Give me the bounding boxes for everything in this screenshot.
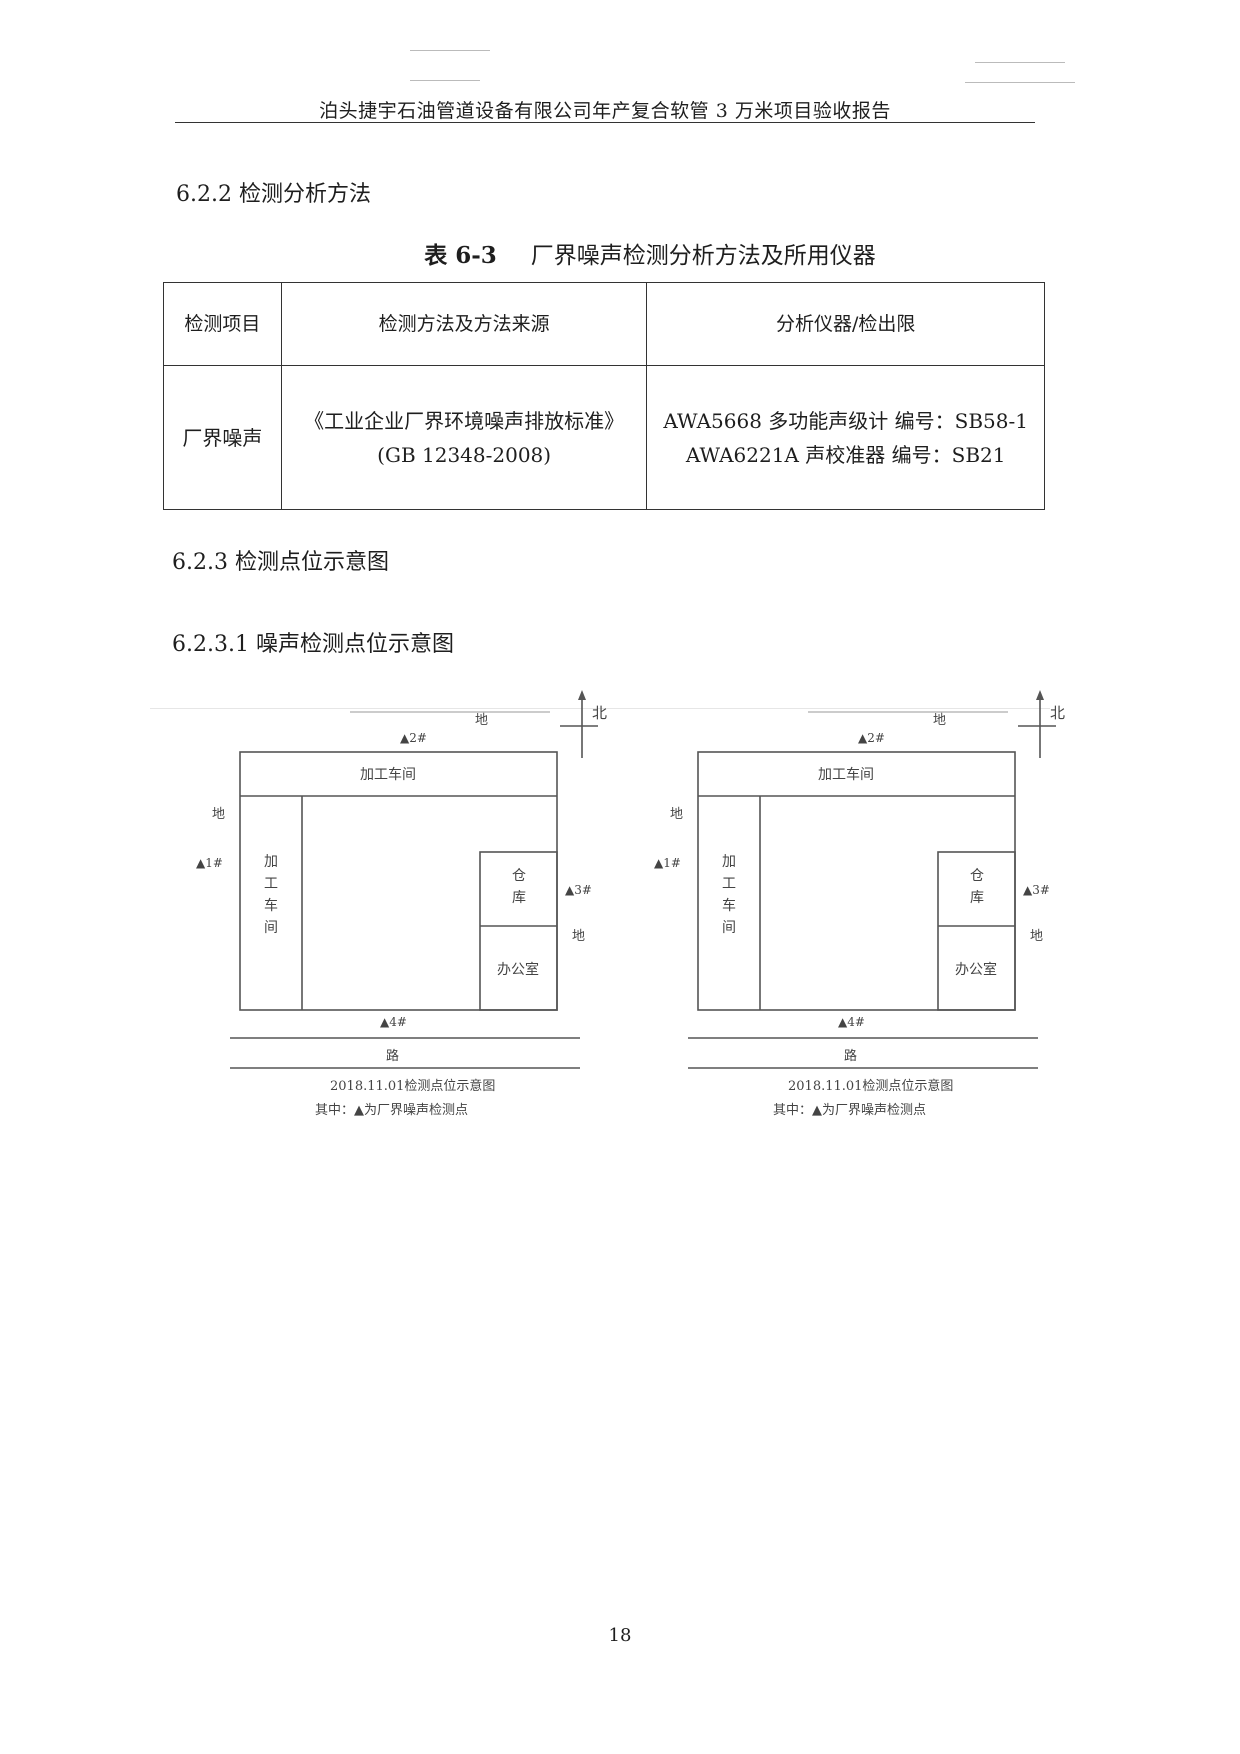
monitoring-point-4: ▲4# <box>380 1015 407 1029</box>
section-heading-6-2-2: 6.2.2 检测分析方法 <box>176 182 371 207</box>
table-caption-number: 表 6-3 <box>424 242 497 269</box>
monitoring-diagram-2: 北 地 ▲2# 加工车间 地 ▲1# 加 工 车 间 仓 库 ▲3# 地 办公室… <box>648 690 1078 1130</box>
page-number: 18 <box>608 1625 632 1646</box>
diagram-legend: 其中：▲为厂界噪声检测点 <box>773 1103 926 1118</box>
table-cell-instrument: AWA5668 多功能声级计 编号：SB58-1 AWA6221A 声校准器 编… <box>646 365 1045 510</box>
section-heading-6-2-3-1: 6.2.3.1 噪声检测点位示意图 <box>172 632 454 657</box>
monitoring-point-2: ▲2# <box>400 731 427 745</box>
scan-artifact-line <box>410 50 490 51</box>
diagram-legend: 其中：▲为厂界噪声检测点 <box>315 1103 468 1118</box>
north-label: 北 <box>592 704 607 722</box>
monitoring-diagram-1: 北 地 ▲2# 加工车间 地 ▲1# 加 工 车 间 仓 库 ▲3# 地 办公室… <box>190 690 620 1130</box>
north-arrow-icon <box>578 690 586 700</box>
table-cell-item: 厂界噪声 <box>163 365 282 510</box>
table-cell-method: 《工业企业厂界环境噪声排放标准》 (GB 12348-2008) <box>280 365 648 510</box>
land-label-right: 地 <box>1030 929 1043 944</box>
room-workshop-left-char: 间 <box>264 920 278 936</box>
table-caption: 表 6-3 厂界噪声检测分析方法及所用仪器 <box>150 236 1150 270</box>
room-warehouse-char: 库 <box>970 890 984 906</box>
scan-artifact-line <box>975 62 1065 63</box>
monitoring-point-4: ▲4# <box>838 1015 865 1029</box>
methods-table: 检测项目 检测方法及方法来源 分析仪器/检出限 厂界噪声 《工业企业厂界环境噪声… <box>163 282 1045 510</box>
room-office: 办公室 <box>497 961 539 978</box>
room-workshop-left-char: 加 <box>264 854 278 870</box>
room-workshop-top: 加工车间 <box>818 766 874 783</box>
room-workshop-left-char: 车 <box>722 897 736 914</box>
table-caption-title: 厂界噪声检测分析方法及所用仪器 <box>530 243 876 269</box>
road-label: 路 <box>844 1048 857 1064</box>
room-workshop-left-char: 加 <box>722 854 736 870</box>
monitoring-point-2: ▲2# <box>858 731 885 745</box>
room-office: 办公室 <box>955 961 997 978</box>
table-header-cell: 分析仪器/检出限 <box>646 282 1045 366</box>
land-label-top: 地 <box>475 713 488 728</box>
header-rule <box>175 122 1035 123</box>
north-label: 北 <box>1050 704 1065 722</box>
instrument-line: AWA6221A 声校准器 编号：SB21 <box>685 442 1006 467</box>
room-workshop-left-char: 车 <box>264 897 278 914</box>
table-header-cell: 检测方法及方法来源 <box>280 282 648 366</box>
north-arrow-icon <box>1036 690 1044 700</box>
room-warehouse-char: 库 <box>512 890 526 906</box>
land-label-left: 地 <box>212 807 225 822</box>
land-label-left: 地 <box>670 807 683 822</box>
monitoring-point-1: ▲1# <box>654 856 681 870</box>
section-heading-6-2-3: 6.2.3 检测点位示意图 <box>172 550 389 575</box>
room-workshop-left-char: 间 <box>722 920 736 936</box>
monitoring-point-3: ▲3# <box>1023 883 1050 897</box>
table-row: 厂界噪声 《工业企业厂界环境噪声排放标准》 (GB 12348-2008) AW… <box>163 365 1045 510</box>
page-header-title: 泊头捷宇石油管道设备有限公司年产复合软管 3 万米项目验收报告 <box>319 100 891 122</box>
diagram-caption: 2018.11.01检测点位示意图 <box>788 1078 953 1094</box>
scan-artifact-line <box>965 82 1075 83</box>
instrument-line: AWA5668 多功能声级计 编号：SB58-1 <box>663 408 1028 433</box>
table-header-cell: 检测项目 <box>163 282 282 366</box>
diagram-svg: 北 地 ▲2# 加工车间 地 ▲1# 加 工 车 间 仓 库 ▲3# 地 办公室… <box>654 690 1065 1118</box>
diagram-svg: 北 地 ▲2# 加工车间 地 ▲1# 加 工 车 间 仓 库 ▲3# 地 办公室… <box>196 690 607 1118</box>
monitoring-point-3: ▲3# <box>565 883 592 897</box>
method-line: (GB 12348-2008) <box>377 442 552 467</box>
room-workshop-left-char: 工 <box>722 876 736 892</box>
land-label-right: 地 <box>572 929 585 944</box>
road-label: 路 <box>386 1048 399 1064</box>
room-warehouse-char: 仓 <box>512 868 526 884</box>
land-label-top: 地 <box>933 713 946 728</box>
table-header-row: 检测项目 检测方法及方法来源 分析仪器/检出限 <box>163 282 1045 366</box>
scan-artifact-line <box>410 80 480 81</box>
room-warehouse-char: 仓 <box>970 868 984 884</box>
diagram-caption: 2018.11.01检测点位示意图 <box>330 1078 495 1094</box>
scan-artifact-line <box>150 708 1050 709</box>
method-line: 《工业企业厂界环境噪声排放标准》 <box>304 408 625 433</box>
room-workshop-left-char: 工 <box>264 876 278 892</box>
warehouse-office-block <box>937 851 1016 1011</box>
room-workshop-top: 加工车间 <box>360 766 416 783</box>
warehouse-office-block <box>479 851 558 1011</box>
monitoring-point-1: ▲1# <box>196 856 223 870</box>
